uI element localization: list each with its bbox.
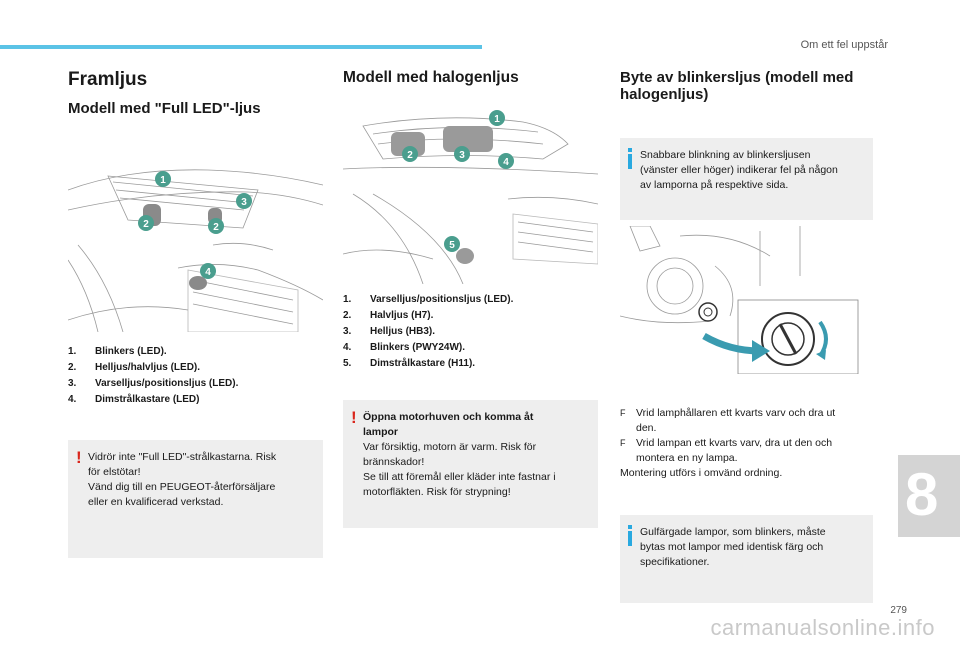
step-item: F Vrid lamphållaren ett kvarts varv och … <box>620 407 836 434</box>
info-box-fast-blink: Snabbare blinkning av blinkersljusen (vä… <box>620 138 873 220</box>
info-icon <box>628 148 632 170</box>
list-item: 3.Helljus (HB3). <box>343 326 436 337</box>
list-item: 4.Blinkers (PWY24W). <box>343 342 466 353</box>
callout-1: 1 <box>494 114 500 125</box>
subsection-title-full-led: Modell med "Full LED"-ljus <box>68 100 261 117</box>
warning-icon: ! <box>351 408 357 427</box>
page-number: 279 <box>890 605 907 616</box>
callout-3: 3 <box>241 197 247 208</box>
info-box-amber-bulbs: Gulfärgade lampor, som blinkers, måste b… <box>620 515 873 603</box>
list-item: 2.Helljus/halvljus (LED). <box>68 362 201 373</box>
full-led-headlight-illustration: 1 2 2 3 4 <box>68 169 323 332</box>
reassembly-note: Montering utförs i omvänd ordning. <box>620 467 783 479</box>
chapter-tab <box>898 455 960 537</box>
callout-2b: 2 <box>213 222 219 233</box>
indicator-bulb-illustration <box>620 226 859 374</box>
step-item: F Vrid lampan ett kvarts varv, dra ut de… <box>620 437 833 464</box>
warning-box-full-led: ! Vidrör inte "Full LED"-strålkastarna. … <box>68 440 323 558</box>
replacement-steps: F Vrid lamphållaren ett kvarts varv och … <box>620 406 875 481</box>
info-icon <box>628 525 632 547</box>
list-item: 1.Blinkers (LED). <box>68 346 167 357</box>
chapter-title: Om ett fel uppstår <box>800 39 888 51</box>
warning-icon: ! <box>76 448 82 467</box>
callout-2: 2 <box>407 150 413 161</box>
halogen-headlight-illustration: 1 2 3 4 5 <box>343 110 598 284</box>
list-item: 1.Varselljus/positionsljus (LED). <box>343 294 514 305</box>
halogen-callouts: 1 2 3 4 5 <box>402 110 514 252</box>
section-title-indicator: Byte av blinkersljus (modell med halogen… <box>620 69 854 103</box>
inset-frame <box>737 299 859 374</box>
warning-box-hood: ! Öppna motorhuven och komma åt lampor V… <box>343 400 598 528</box>
callout-4: 4 <box>503 157 509 168</box>
callout-1: 1 <box>160 175 166 186</box>
section-title-halogen: Modell med halogenljus <box>343 69 519 86</box>
step-marker: F <box>620 408 626 418</box>
watermark: carmanualsonline.info <box>710 615 935 640</box>
header-accent-bar <box>0 45 482 49</box>
callout-2a: 2 <box>143 219 149 230</box>
list-item: 3.Varselljus/positionsljus (LED). <box>68 378 239 389</box>
step-marker: F <box>620 438 626 448</box>
full-led-legend-list: 1.Blinkers (LED). 2.Helljus/halvljus (LE… <box>68 346 238 410</box>
list-item: 4.Dimstrålkastare (LED) <box>68 394 200 405</box>
section-title-framljus: Framljus <box>68 69 148 90</box>
callout-3: 3 <box>459 150 465 161</box>
callout-5: 5 <box>449 240 455 251</box>
list-item: 2.Halvljus (H7). <box>343 310 434 321</box>
callout-4: 4 <box>205 267 211 278</box>
halogen-legend-list: 1.Varselljus/positionsljus (LED). 2.Halv… <box>343 294 513 374</box>
full-led-callouts: 1 2 2 3 4 <box>138 171 252 279</box>
chapter-number: 8 <box>905 461 939 528</box>
list-item: 5.Dimstrålkastare (H11). <box>343 358 476 369</box>
